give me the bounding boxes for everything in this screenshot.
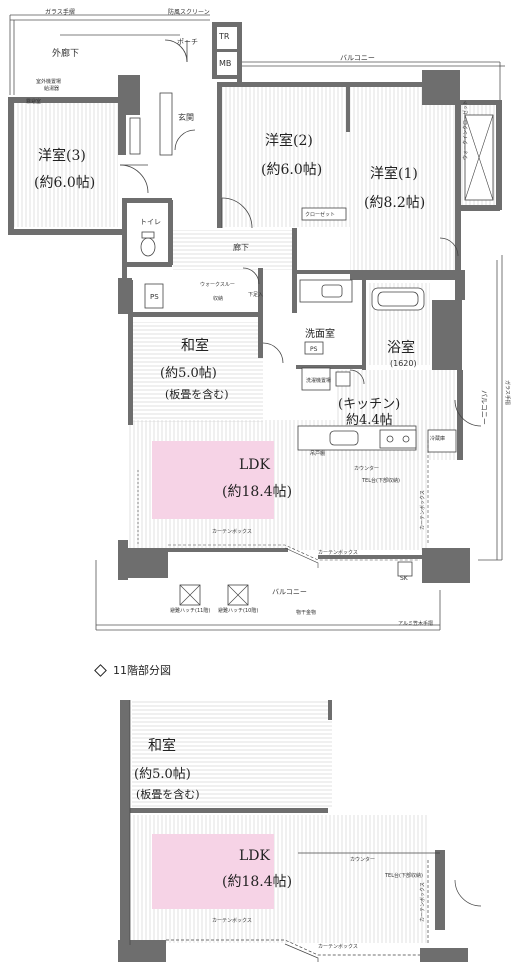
western1-name: 洋室(1) [370, 165, 418, 182]
closet-label: クローゼット [305, 211, 335, 218]
diamond-icon [94, 663, 107, 677]
ldk-size: (約18.4帖) [222, 484, 292, 500]
glass-rail-label: ガラス手摺 [45, 8, 75, 16]
hatch1-label: 避難ハッチ(11階) [170, 607, 210, 614]
section-ldk-highlight [152, 834, 274, 909]
porch-label: ポーチ [177, 38, 198, 46]
storage-label: 収納 [213, 295, 223, 302]
outdoor-unit-label: 室外機置場 [36, 78, 61, 85]
shoe-cabinet-label: 下足入 [248, 292, 263, 298]
eave-label: 霧避室 [26, 98, 41, 105]
curtain-box-side-label: カーテンボックス [419, 490, 426, 530]
balcony-right-label: バルコニー [480, 390, 488, 425]
washroom-name: 洗面室 [305, 327, 335, 340]
western2-name: 洋室(2) [265, 132, 313, 149]
floor-washitsu [133, 322, 263, 422]
fridge-label: 冷蔵庫 [430, 435, 445, 442]
entrance-label: 玄関 [178, 112, 194, 122]
section-curtain-box-1: カーテンボックス [212, 917, 252, 924]
corridor-label: 廊下 [233, 242, 249, 252]
western1-size: (約8.2帖) [364, 195, 425, 211]
section-curtain-box-2: カーテンボックス [318, 943, 358, 950]
toilet-label: トイレ [140, 218, 161, 226]
section-ldk-name: LDK [239, 848, 271, 864]
ps2-label: PS [310, 346, 318, 353]
washitsu-name: 和室 [181, 337, 209, 354]
floor-corridor [173, 230, 293, 270]
drying-label: 物干金物 [296, 609, 316, 616]
section-washitsu-size: (約5.0帖) [134, 767, 191, 782]
section-tel-label: TEL台(下部収納) [384, 872, 423, 879]
water-heater-label: 給湯器 [44, 85, 59, 92]
outer-corridor-label: 外廊下 [52, 47, 79, 59]
tr-label: TR [218, 32, 230, 41]
hanging-label: 吊戸棚 [310, 450, 325, 457]
hatch2-label: 避難ハッチ(10階) [218, 607, 258, 614]
section-curtain-box-side: カーテンボックス [419, 882, 426, 922]
ldk-highlight [152, 441, 274, 519]
washitsu-size: (約5.0帖) [160, 366, 217, 381]
section-washitsu-name: 和室 [148, 737, 176, 754]
glass-rail-right-label: ガラス手摺 [504, 380, 511, 405]
western2-size: (約6.0帖) [261, 162, 322, 178]
section-ldk-size: (約18.4帖) [222, 874, 292, 890]
walkin-label: ウォークスルー [200, 281, 235, 288]
wic-label: ウォークインクローゼット [462, 100, 469, 160]
curtain-box-label: カーテンボックス [212, 528, 252, 535]
tel-label: TEL台(下部収納) [361, 477, 400, 484]
door-swings [119, 39, 482, 427]
mb-label: MB [219, 59, 231, 68]
sk-label: SK [400, 575, 409, 582]
western3-size: (約6.0帖) [34, 175, 95, 191]
balcony-bottom-label: バルコニー [272, 588, 307, 596]
washer-label: 洗濯機置場 [306, 377, 331, 384]
section-washitsu-note: (板畳を含む) [136, 787, 200, 801]
ldk-name: LDK [239, 457, 271, 473]
floor-western2 [222, 87, 350, 227]
section-11f: 和室 (約5.0帖) (板畳を含む) LDK (約18.4帖) カウンター TE… [118, 700, 482, 962]
section-caption: 11階部分図 [94, 662, 171, 678]
bath-name: 浴室 [387, 339, 415, 356]
section-caption-text: 11階部分図 [113, 664, 171, 677]
kitchen-size: 約4.4帖 [346, 413, 393, 428]
privacy-screen-label: 防風スクリーン [168, 8, 210, 16]
curtain-box-label-2: カーテンボックス [318, 549, 358, 556]
ps-label: PS [150, 293, 159, 301]
bath-size: (1620) [390, 359, 417, 368]
counter-label: カウンター [354, 465, 379, 472]
balcony-top-label: バルコニー [340, 54, 375, 62]
al-rail-label: アルミ笠木手摺 [398, 620, 433, 627]
floor-western3 [14, 103, 118, 227]
walls [8, 22, 502, 583]
washitsu-note: (板畳を含む) [165, 387, 229, 401]
western3-name: 洋室(3) [38, 147, 86, 164]
section-counter-label: カウンター [350, 856, 375, 863]
floor-western1 [350, 87, 458, 279]
section-floor-washitsu [132, 700, 332, 808]
kitchen-name: (キッチン) [338, 397, 400, 412]
